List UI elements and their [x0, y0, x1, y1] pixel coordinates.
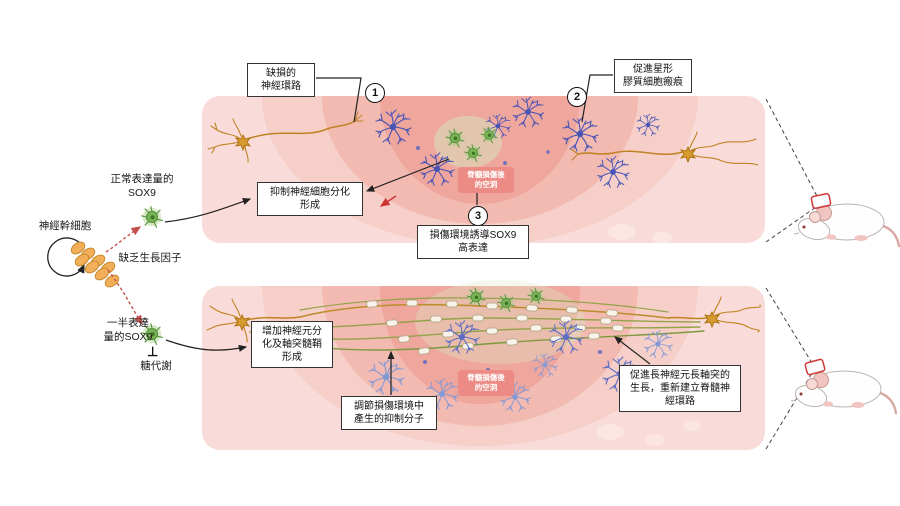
- mouse-top: [792, 202, 900, 248]
- stem-cell-cluster: [70, 241, 120, 288]
- injury-marker-bottom: [804, 358, 826, 376]
- box-defective-circuit: 缺損的 神經環路: [247, 63, 315, 97]
- box-inhibit-differentiation: 抑制神經細胞分化 形成: [257, 182, 363, 216]
- connectors: [316, 74, 651, 395]
- arrow-to-inhibit-box: [164, 198, 252, 223]
- mouse-bottom: [789, 369, 898, 415]
- stem-cell-diagram: [47, 198, 252, 352]
- inhibition-symbol: ⊥: [147, 344, 159, 359]
- connector-inhibit-line: [365, 158, 450, 192]
- neuron-orange-top-right: [570, 131, 759, 166]
- self-renewal-arrow: [47, 237, 85, 277]
- neuron-orange-bottom-right: [667, 296, 761, 333]
- cavity-badge-top: 脊髓損傷後 的空洞: [458, 167, 514, 194]
- zoom-dashed-lines: [765, 98, 819, 450]
- neuron-orange-top-left: [207, 111, 364, 163]
- glucose-label: 糖代謝: [140, 360, 172, 372]
- red-decrease-arrow: [379, 195, 397, 207]
- box-regulate-inhibitory: 調節損傷環境中 產生的抑制分子: [341, 396, 437, 430]
- box-promote-axon-growth: 促進長神經元長軸突的 生長，重新建立脊髓神 經環路: [619, 365, 741, 412]
- neuron-orange-bottom-left: [206, 298, 301, 343]
- differentiation-arrow-up: [105, 226, 142, 253]
- number-2-badge: 2: [567, 87, 587, 107]
- cavity-badge-bottom: 脊髓損傷後 的空洞: [458, 370, 514, 397]
- connector-defective-circuit: [316, 77, 362, 123]
- arrow-to-increase-box: [165, 339, 248, 352]
- box-astrocyte-scar: 促進星形 膠質細胞瘢痕: [614, 59, 692, 93]
- connector-astrocyte-scar: [581, 74, 613, 123]
- differentiation-arrow-down: [107, 269, 143, 326]
- number-1-badge: 1: [365, 83, 385, 103]
- box-sox9-induction: 損傷環境誘導SOX9 高表達: [417, 225, 529, 259]
- injury-marker-top: [810, 192, 832, 210]
- green-cell-normal-sox9: [141, 206, 163, 228]
- normal-sox9-label: 正常表達量的 SOX9: [110, 173, 174, 199]
- stem-cell-label: 神經幹細胞: [38, 220, 92, 232]
- lack-growth-factor-label: 缺乏生長因子: [118, 252, 182, 264]
- half-sox9-label: 一半表達 量的SOX9: [103, 317, 153, 343]
- connector-promote-box: [614, 336, 651, 365]
- number-3-badge: 3: [468, 206, 488, 226]
- box-increase-differentiation: 增加神經元分 化及軸突髓鞘 形成: [251, 321, 333, 368]
